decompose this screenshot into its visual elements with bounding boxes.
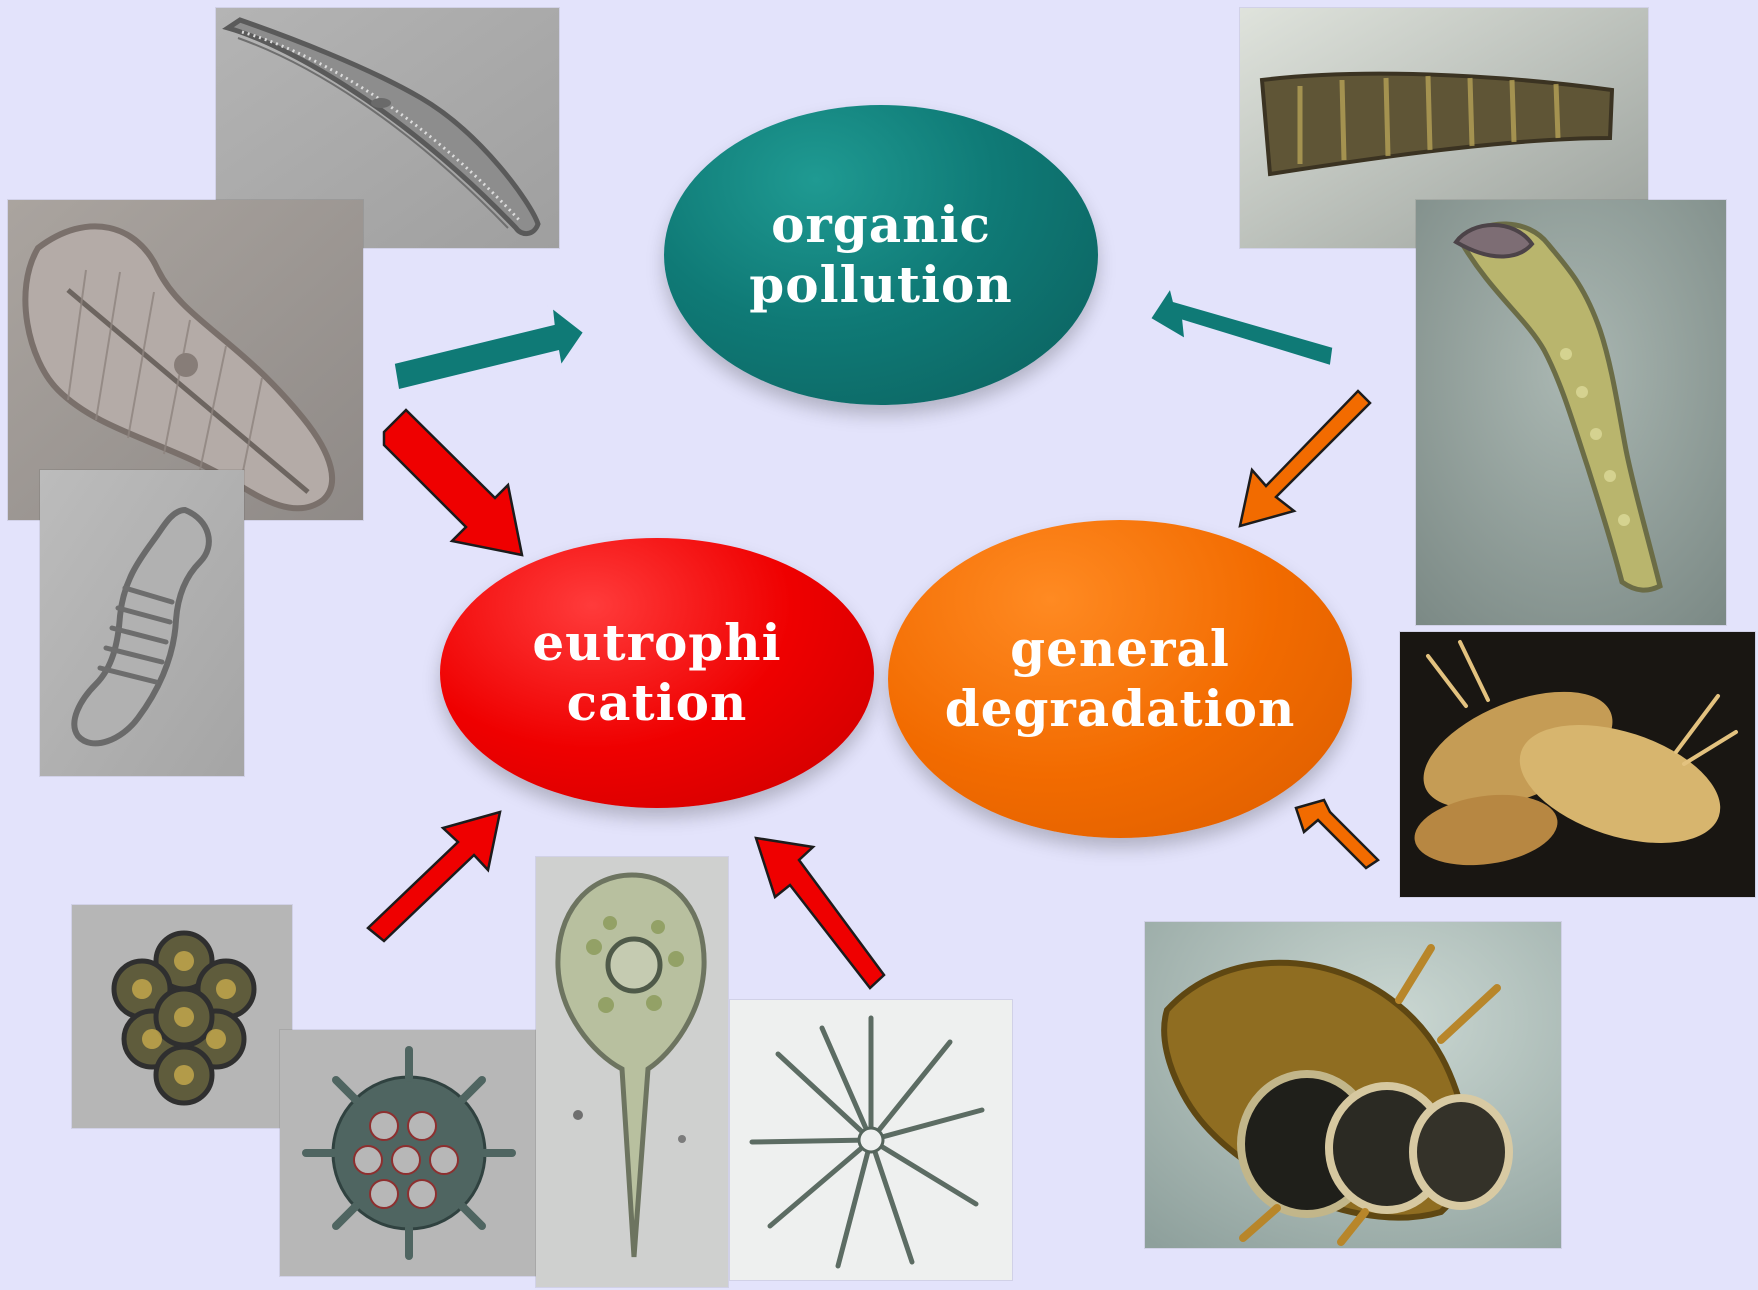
arrow-teal-left xyxy=(392,304,586,392)
node-eutrophication: eutrophi cation xyxy=(440,538,874,808)
node-organic-pollution-line1: organic xyxy=(771,195,991,255)
node-general-degradation: general degradation xyxy=(888,520,1352,838)
arrow-red-bottom-middle xyxy=(756,838,884,988)
algae-image-pediastrum-small xyxy=(72,905,292,1128)
invertebrate-image-insect-larva xyxy=(1145,922,1561,1248)
arrow-red-upper-left xyxy=(384,410,522,555)
algae-image-asterionella xyxy=(730,1000,1012,1280)
node-general-degradation-line1: general xyxy=(1010,619,1230,679)
invertebrate-image-trichoptera-larva xyxy=(1416,200,1726,625)
node-eutrophication-line1: eutrophi xyxy=(532,613,781,673)
invertebrate-image-amphipods xyxy=(1400,632,1755,897)
arrow-orange-lower xyxy=(1296,800,1378,868)
node-eutrophication-line2: cation xyxy=(567,673,748,733)
algae-image-phacus xyxy=(536,857,728,1287)
arrow-red-bottom-left xyxy=(368,812,500,941)
arrow-orange-right xyxy=(1240,391,1370,526)
algae-image-pediastrum-star xyxy=(280,1030,538,1276)
node-organic-pollution: organic pollution xyxy=(664,105,1098,405)
arrow-teal-right xyxy=(1148,284,1335,368)
diatom-image-navicula xyxy=(40,470,244,776)
node-general-degradation-line2: degradation xyxy=(945,679,1296,739)
node-organic-pollution-line2: pollution xyxy=(749,255,1012,315)
